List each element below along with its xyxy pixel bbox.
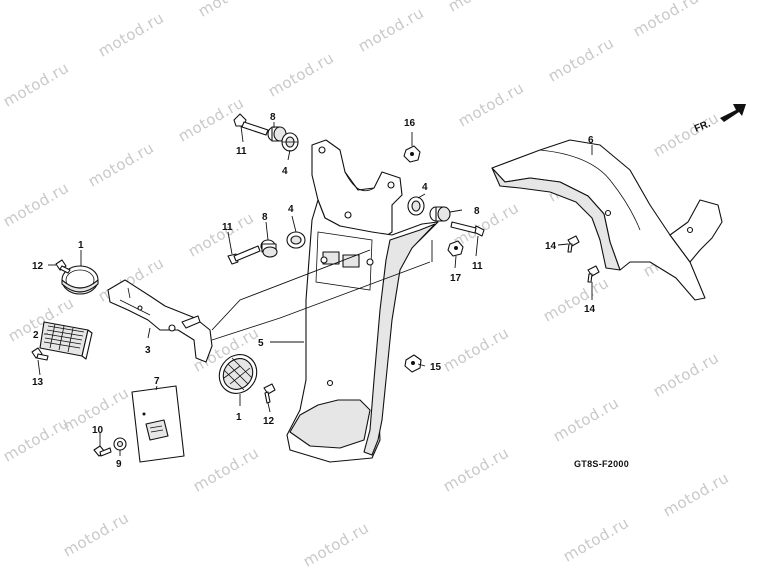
bolt-hole (320, 256, 328, 264)
callout-1-lower: 1 (236, 412, 242, 423)
callout-16: 16 (404, 118, 416, 129)
callout-1-upper: 1 (78, 240, 84, 251)
bolt-hole (168, 324, 176, 332)
bolt-hole (326, 379, 334, 387)
washer-9 (113, 437, 127, 451)
callout-13: 13 (32, 377, 44, 388)
nut-17 (447, 240, 464, 257)
license-plate-part (131, 385, 185, 463)
front-direction-indicator: FR. (693, 104, 746, 135)
bolt-hole (344, 211, 352, 219)
callout-11-mid: 11 (222, 222, 233, 233)
callout-8-right: 8 (474, 206, 480, 217)
callout-12-left: 12 (32, 261, 44, 272)
callout-8-top: 8 (270, 112, 276, 123)
direction-label: FR. (693, 118, 712, 134)
callout-8-mid: 8 (262, 212, 268, 223)
callout-9: 9 (116, 459, 122, 470)
bolt-hole (318, 146, 326, 154)
grommet-4-top (281, 132, 299, 152)
callout-3: 3 (145, 345, 151, 356)
callout-labels: 1 12 2 3 13 7 1 12 10 9 5 11 8 4 11 8 4 … (32, 112, 596, 470)
callout-15: 15 (430, 362, 442, 373)
bolt-hole (454, 246, 458, 250)
callout-7: 7 (154, 376, 160, 387)
callout-17: 17 (450, 273, 462, 284)
direction-arrow-icon (720, 104, 746, 122)
callout-11-top: 11 (236, 146, 247, 157)
callout-12-lower: 12 (263, 416, 275, 427)
bolt-hole (604, 209, 612, 217)
screw-12-left (55, 259, 71, 274)
screw-12-lower (263, 383, 276, 404)
bolt-hole (366, 258, 374, 266)
screw-10 (93, 445, 112, 457)
callout-10: 10 (92, 425, 104, 436)
screw-14-upper (567, 235, 580, 253)
rear-fender-center-part (286, 139, 439, 463)
collar-8-right (429, 206, 451, 222)
callout-14-lower: 14 (584, 304, 596, 315)
bolt-hole (137, 305, 143, 311)
bolt-hole (411, 361, 415, 365)
leader-lines (37, 122, 593, 456)
grommet-4-mid (286, 231, 306, 249)
callout-4-top: 4 (282, 166, 288, 177)
grommet-4-right (407, 196, 425, 216)
bolt-11-right (450, 221, 485, 237)
screw-13 (31, 347, 49, 361)
diagram-code: GT8S-F2000 (574, 459, 629, 469)
bolt-hole (686, 226, 694, 234)
reflector-rect-part (39, 321, 93, 360)
bolt-hole (142, 412, 146, 416)
collar-8-mid (260, 239, 278, 258)
reflector-bracket-part (107, 279, 213, 363)
bolt-11-mid (227, 245, 261, 265)
reflector-lower-part (218, 354, 258, 394)
callout-2: 2 (33, 330, 39, 341)
callout-6: 6 (588, 135, 594, 146)
callout-4-right: 4 (422, 182, 428, 193)
callout-5: 5 (258, 338, 264, 349)
callout-4-mid: 4 (288, 204, 294, 215)
bolt-hole (410, 152, 414, 156)
callout-11-right: 11 (472, 261, 483, 272)
callout-14-upper: 14 (545, 241, 557, 252)
slot-rect (342, 254, 360, 268)
screw-14-lower (587, 265, 600, 283)
bolt-hole (387, 181, 395, 189)
nut-16 (403, 145, 421, 163)
bolt-11-top (233, 113, 269, 136)
rear-mudguard-part (491, 139, 723, 301)
reflector-upper-part (61, 265, 99, 295)
nut-15 (404, 354, 422, 373)
